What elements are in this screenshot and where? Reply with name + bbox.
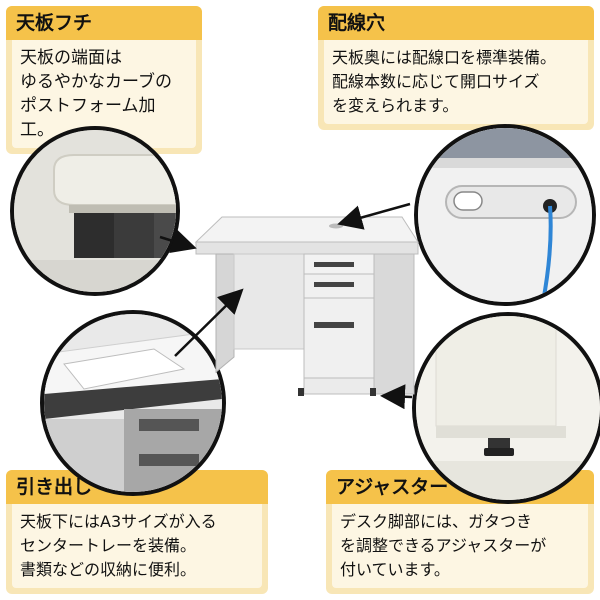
adjuster-line-3: 付いています。 bbox=[340, 560, 450, 579]
edge-feature-card: 天板フチ 天板の端面は ゆるやかなカーブの ポストフォーム加工。 bbox=[6, 6, 202, 154]
center-tray-closeup-icon bbox=[40, 310, 226, 496]
wire-line-2: 配線本数に応じて開口サイズ bbox=[332, 72, 540, 91]
drawer-line-2: センタートレーを装備。 bbox=[20, 536, 197, 555]
adjuster-line-2: を調整できるアジャスターが bbox=[340, 536, 547, 555]
drawer-line-3: 書類などの収納に便利。 bbox=[20, 560, 197, 579]
drawer-line-1: 天板下にはA3サイズが入る bbox=[20, 512, 217, 531]
wire-hole-feature-description: 天板奥には配線口を標準装備。 配線本数に応じて開口サイズ を変えられます。 bbox=[324, 40, 588, 124]
wire-line-1: 天板奥には配線口を標準装備。 bbox=[332, 48, 557, 67]
desk-edge-closeup-icon bbox=[10, 126, 180, 296]
edge-line-2: ゆるやかなカーブの bbox=[20, 72, 172, 92]
drawer-feature-description: 天板下にはA3サイズが入る センタートレーを装備。 書類などの収納に便利。 bbox=[12, 504, 262, 588]
edge-arrow bbox=[159, 229, 197, 253]
wire-hole-arrow bbox=[337, 202, 411, 230]
adjuster-line-1: デスク脚部には、ガタつき bbox=[340, 512, 533, 531]
edge-feature-description: 天板の端面は ゆるやかなカーブの ポストフォーム加工。 bbox=[12, 40, 196, 148]
drawer-feature-card: 引き出し 天板下にはA3サイズが入る センタートレーを装備。 書類などの収納に便… bbox=[6, 470, 268, 594]
wire-line-3: を変えられます。 bbox=[332, 96, 459, 115]
adjuster-feature-description: デスク脚部には、ガタつき を調整できるアジャスターが 付いています。 bbox=[332, 504, 588, 588]
edge-feature-title: 天板フチ bbox=[6, 6, 202, 40]
wire-hole-feature-title: 配線穴 bbox=[318, 6, 594, 40]
adjuster-arrow bbox=[380, 384, 413, 410]
adjuster-feature-card: アジャスター デスク脚部には、ガタつき を調整できるアジャスターが 付いています… bbox=[326, 470, 594, 594]
drawer-arrow bbox=[174, 288, 244, 357]
edge-line-3: ポストフォーム加工。 bbox=[20, 96, 156, 140]
wire-hole-feature-card: 配線穴 天板奥には配線口を標準装備。 配線本数に応じて開口サイズ を変えられます… bbox=[318, 6, 594, 130]
adjuster-closeup-icon bbox=[412, 312, 600, 504]
edge-line-1: 天板の端面は bbox=[20, 48, 122, 68]
